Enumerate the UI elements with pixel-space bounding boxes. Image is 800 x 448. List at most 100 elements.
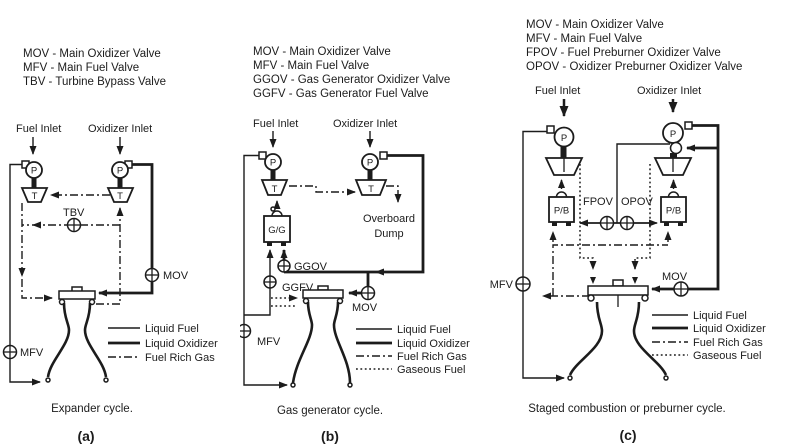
abbreviation-list: MOV - Main Oxidizer Valve MFV - Main Fue… xyxy=(526,19,742,73)
abbreviation-list: MOV - Main Oxidizer Valve MFV - Main Fue… xyxy=(253,46,450,100)
gas-generator-letters: G/G xyxy=(268,225,285,236)
abbreviation-list: MOV - Main Oxidizer Valve MFV - Main Fue… xyxy=(23,48,166,88)
oxidizer-pump-letter: P xyxy=(670,129,676,140)
mov-label: MOV xyxy=(163,270,189,282)
mfv-valve-symbol xyxy=(515,276,531,292)
mov-label: MOV xyxy=(662,271,688,283)
abbrev-mfv: MFV - Main Fuel Valve xyxy=(253,60,369,72)
abbrev-ggfv: GGFV - Gas Generator Fuel Valve xyxy=(253,88,429,100)
abbrev-mov: MOV - Main Oxidizer Valve xyxy=(23,48,161,60)
oxidizer-pump-letter: P xyxy=(117,166,123,177)
fuel-inlet-label: Fuel Inlet xyxy=(253,118,298,130)
ox-flow-arrow xyxy=(375,268,384,276)
oxidizer-preburner-symbol: P/B xyxy=(660,191,687,226)
fuel-preburner-letters: P/B xyxy=(554,206,569,217)
overboard-dump-line1: Overboard xyxy=(363,213,415,225)
abbrev-ggov: GGOV - Gas Generator Oxidizer Valve xyxy=(253,74,450,86)
legend-liquid-oxidizer: Liquid Oxidizer xyxy=(397,338,470,350)
mfv-label: MFV xyxy=(20,347,44,359)
tbv-valve-symbol xyxy=(66,217,82,233)
oxidizer-boost-pump-symbol xyxy=(669,141,683,155)
oxidizer-pump-symbol: P xyxy=(111,160,133,188)
mov-valve-symbol xyxy=(673,281,689,297)
fuel-preburner-symbol: P/B xyxy=(548,191,575,226)
thrust-chamber xyxy=(45,286,109,383)
panel-tag: (c) xyxy=(619,427,636,443)
abbrev-mov: MOV - Main Oxidizer Valve xyxy=(526,19,664,31)
legend: Liquid Fuel Liquid Oxidizer Fuel Rich Ga… xyxy=(108,323,218,364)
legend-gaseous-fuel: Gaseous Fuel xyxy=(693,350,761,362)
oxidizer-turbine-letter: T xyxy=(117,191,123,202)
tbv-label: TBV xyxy=(63,207,85,219)
fpov-valve-symbol xyxy=(599,215,615,231)
fuel-pump-letter: P xyxy=(270,158,276,169)
oxidizer-inlet-label: Oxidizer Inlet xyxy=(333,118,397,130)
legend-fuel-rich-gas: Fuel Rich Gas xyxy=(145,352,215,364)
fpov-label: FPOV xyxy=(583,196,614,208)
legend: Liquid Fuel Liquid Oxidizer Fuel Rich Ga… xyxy=(356,324,470,376)
plumbing-lines xyxy=(522,99,720,382)
mfv-valve-symbol xyxy=(240,323,252,339)
legend-liquid-fuel: Liquid Fuel xyxy=(145,323,199,335)
oxidizer-inlet-label: Oxidizer Inlet xyxy=(88,123,152,135)
diagram-staged-combustion-cycle: MOV - Main Oxidizer Valve MFV - Main Fue… xyxy=(490,19,766,443)
ggov-label: GGOV xyxy=(294,261,328,273)
oxidizer-pump-letter: P xyxy=(367,158,373,169)
legend-fuel-rich-gas: Fuel Rich Gas xyxy=(693,337,763,349)
fuel-pump-symbol: P xyxy=(258,151,282,180)
caption: Staged combustion or preburner cycle. xyxy=(528,403,726,415)
thrust-chamber xyxy=(290,285,353,388)
oxidizer-pump-symbol: P xyxy=(361,151,388,180)
legend-liquid-oxidizer: Liquid Oxidizer xyxy=(693,323,766,335)
oxidizer-pump-symbol: P xyxy=(662,121,693,159)
legend-gaseous-fuel: Gaseous Fuel xyxy=(397,364,465,376)
caption: Gas generator cycle. xyxy=(277,405,383,417)
oxidizer-turbine-letter: T xyxy=(368,184,374,195)
abbrev-opov: OPOV - Oxidizer Preburner Oxidizer Valve xyxy=(526,61,742,73)
mfv-valve-symbol xyxy=(2,344,18,360)
mfv-label: MFV xyxy=(257,336,281,348)
legend-liquid-fuel: Liquid Fuel xyxy=(397,324,451,336)
fuel-pump-symbol: P xyxy=(21,160,43,188)
diagram-expander-cycle: MOV - Main Oxidizer Valve MFV - Main Fue… xyxy=(2,48,218,444)
fuel-turbine-symbol xyxy=(544,157,584,176)
mov-valve-symbol xyxy=(360,285,376,301)
fuel-inlet-label: Fuel Inlet xyxy=(535,85,580,97)
abbrev-fpov: FPOV - Fuel Preburner Oxidizer Valve xyxy=(526,47,721,59)
abbrev-mov: MOV - Main Oxidizer Valve xyxy=(253,46,391,58)
diagram-gas-generator-cycle: MOV - Main Oxidizer Valve MFV - Main Fue… xyxy=(240,46,470,444)
oxidizer-turbine-symbol xyxy=(653,157,693,176)
oxidizer-turbine-symbol: T xyxy=(106,187,135,203)
panel-tag: (a) xyxy=(77,428,94,444)
opov-label: OPOV xyxy=(621,196,653,208)
oxidizer-turbine-symbol: T xyxy=(354,179,388,196)
fuel-turbine-letter: T xyxy=(32,191,38,202)
mov-valve-symbol xyxy=(144,267,160,283)
gas-generator-symbol: G/G xyxy=(263,206,291,246)
oxidizer-preburner-letters: P/B xyxy=(666,206,681,217)
fuel-pump-symbol: P xyxy=(546,125,575,158)
fuel-pump-letter: P xyxy=(561,133,567,144)
caption: Expander cycle. xyxy=(51,403,133,415)
plumbing-lines xyxy=(243,131,425,389)
ggov-valve-symbol xyxy=(277,259,291,273)
fuel-turbine-letter: T xyxy=(272,184,278,195)
legend: Liquid Fuel Liquid Oxidizer Fuel Rich Ga… xyxy=(652,310,766,362)
overboard-dump-line2: Dump xyxy=(374,228,403,240)
oxidizer-inlet-label: Oxidizer Inlet xyxy=(637,85,701,97)
abbrev-tbv: TBV - Turbine Bypass Valve xyxy=(23,76,166,88)
panel-tag: (b) xyxy=(321,428,339,444)
fuel-turbine-symbol: T xyxy=(260,179,289,196)
opov-valve-symbol xyxy=(619,215,635,231)
ggfv-valve-symbol xyxy=(263,275,277,289)
legend-liquid-fuel: Liquid Fuel xyxy=(693,310,747,322)
abbrev-mfv: MFV - Main Fuel Valve xyxy=(526,33,642,45)
fuel-inlet-label: Fuel Inlet xyxy=(16,123,61,135)
tbv-flow-arrow xyxy=(32,221,41,229)
abbrev-mfv: MFV - Main Fuel Valve xyxy=(23,62,139,74)
fuel-pump-letter: P xyxy=(31,166,37,177)
fuel-turbine-symbol: T xyxy=(20,187,49,203)
legend-fuel-rich-gas: Fuel Rich Gas xyxy=(397,351,467,363)
mov-label: MOV xyxy=(352,302,378,314)
